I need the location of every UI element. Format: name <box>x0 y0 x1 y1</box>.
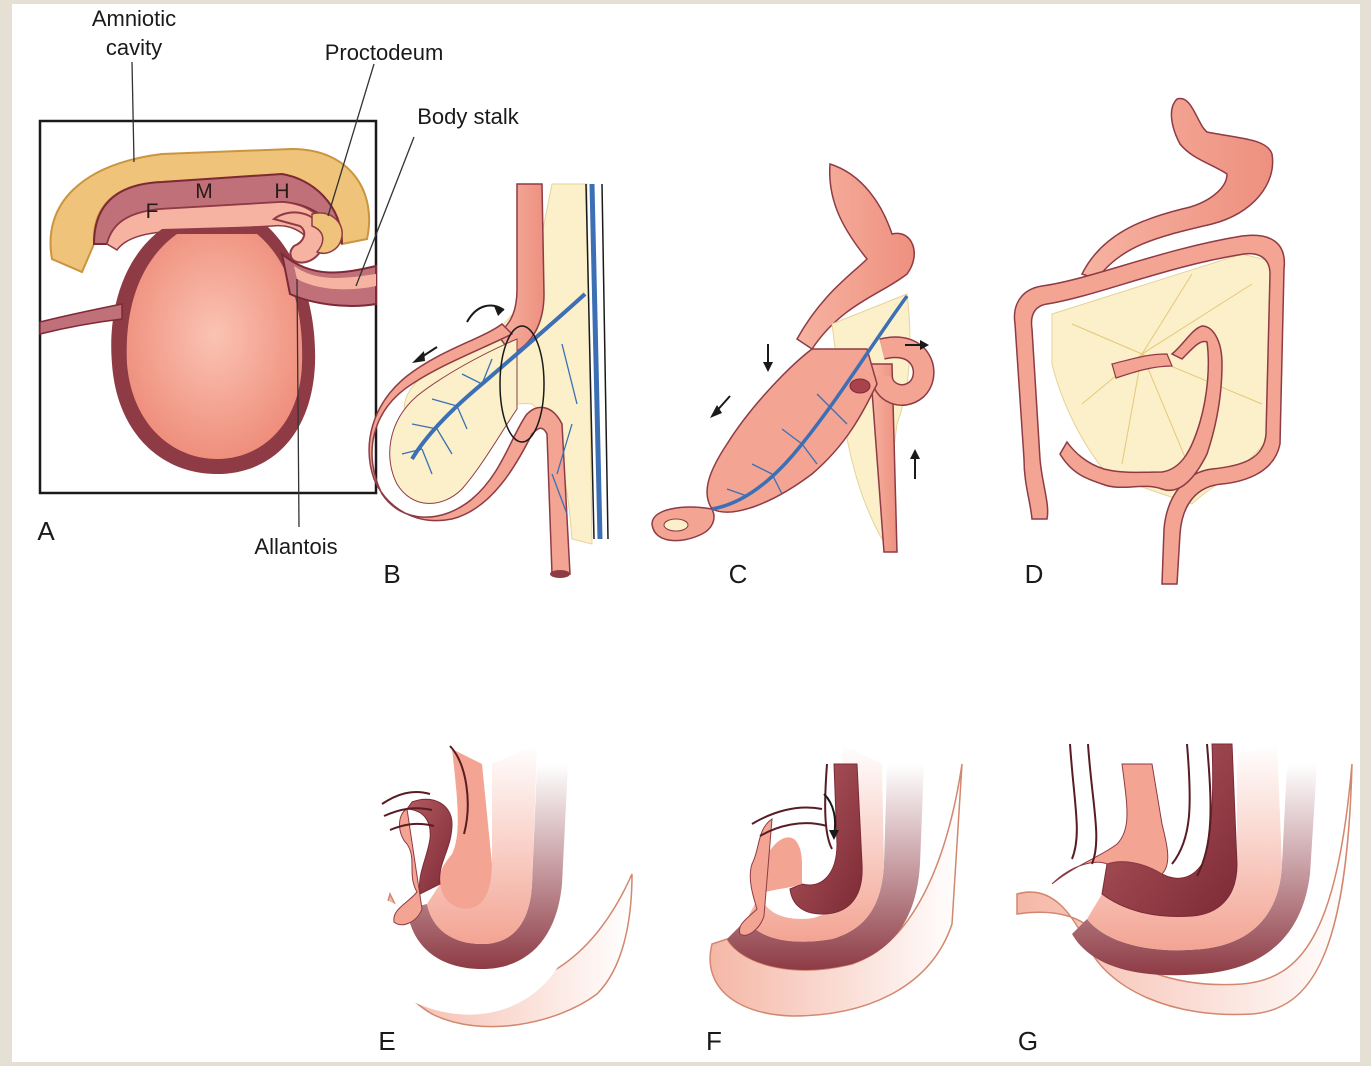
panel-e-letter: E <box>378 1026 395 1056</box>
figure-canvas: Amniotic cavity Proctodeum Body stalk Al… <box>12 4 1360 1062</box>
hindgut-marker: H <box>274 180 289 203</box>
panel-e-drawing <box>366 744 632 1027</box>
midgut-marker: M <box>195 180 213 203</box>
panel-f-drawing <box>710 744 962 1016</box>
panel-g-drawing <box>1017 744 1352 1015</box>
panel-b-letter: B <box>383 559 400 589</box>
proctodeum-label: Proctodeum <box>325 40 444 65</box>
foregut-marker: F <box>146 200 159 223</box>
amniotic-cavity-label-line2: cavity <box>106 35 162 60</box>
panel-c-letter: C <box>729 559 748 589</box>
panel-a-letter: A <box>37 516 55 546</box>
panel-d-drawing <box>1014 98 1284 584</box>
panel-f-letter: F <box>706 1026 722 1056</box>
panel-g-letter: G <box>1018 1026 1038 1056</box>
panel-d-letter: D <box>1025 559 1044 589</box>
amniotic-cavity-label-line1: Amniotic <box>92 6 176 31</box>
panel-b-drawing <box>369 184 608 578</box>
body-stalk-label: Body stalk <box>417 104 519 129</box>
panel-c-drawing <box>652 164 929 552</box>
embryology-diagram: Amniotic cavity Proctodeum Body stalk Al… <box>12 4 1360 1062</box>
yolk-sac <box>127 234 302 459</box>
panel-a-drawing <box>40 62 414 527</box>
allantois-label: Allantois <box>254 534 337 559</box>
